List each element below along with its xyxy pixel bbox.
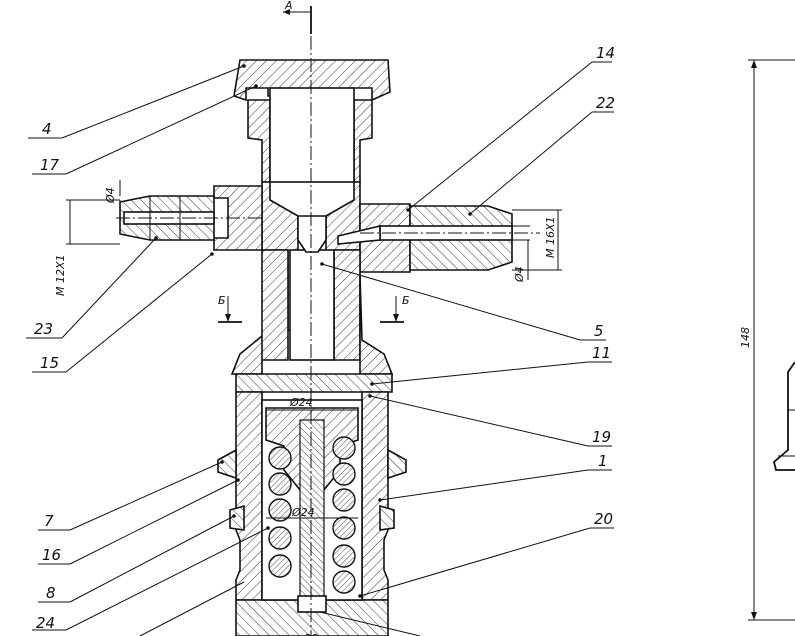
svg-text:Ø4: Ø4: [513, 266, 526, 283]
svg-text:M 12X1: M 12X1: [54, 254, 67, 296]
callout-15: 15: [40, 354, 59, 372]
callout-19: 19: [592, 428, 611, 446]
callout-16: 16: [42, 546, 61, 564]
svg-text:Ø24: Ø24: [291, 506, 315, 519]
housing-right: [361, 391, 389, 601]
lower-body-left: [230, 249, 289, 375]
dimension-d24-top: Ø24: [266, 396, 358, 411]
callout-14: 14: [596, 44, 615, 62]
svg-text:Ø4: Ø4: [104, 187, 117, 204]
spring-coils: [268, 436, 356, 594]
svg-text:M 16X1: M 16X1: [544, 216, 557, 258]
callout-17: 17: [40, 156, 60, 174]
upper-neck-left: [247, 99, 271, 183]
inner-passages: [269, 87, 355, 361]
svg-text:Б: Б: [402, 294, 410, 307]
dimension-m16: M 16X1: [512, 209, 562, 271]
svg-text:Б: Б: [218, 294, 226, 307]
upper-neck-right: [353, 99, 373, 183]
housing-left: [235, 391, 263, 601]
dimension-d4-left: Ø4: [104, 180, 121, 212]
dimension-d4-right: Ø4: [512, 225, 530, 283]
cut-mark-right: Б: [380, 294, 410, 323]
callout-20: 20: [594, 510, 613, 528]
section-mark-label: А: [284, 0, 293, 12]
cut-mark-left: Б: [218, 294, 242, 323]
callout-1: 1: [598, 452, 608, 470]
side-nuts: [217, 448, 407, 531]
callout-5: 5: [594, 322, 604, 340]
stem: [299, 419, 325, 611]
dimension-d24-mid: Ø24: [266, 506, 358, 519]
dimension-m12: M 12X1: [54, 199, 120, 296]
lower-body-right: [333, 249, 361, 361]
right-fitting: [337, 205, 513, 271]
callout-23: 23: [34, 320, 53, 338]
callout-22: 22: [596, 94, 615, 112]
side-view: 148: [739, 59, 795, 621]
callout-11: 11: [592, 344, 611, 362]
section-mark-a: А: [283, 0, 312, 34]
diaphragm: [235, 373, 393, 393]
lower-body-right-flare: [359, 275, 394, 375]
svg-text:Ø24: Ø24: [289, 396, 313, 409]
callout-7: 7: [44, 512, 54, 530]
callout-8: 8: [46, 584, 56, 602]
callout-4: 4: [42, 120, 52, 138]
dimension-30: 30: [304, 632, 318, 636]
dimension-148: 148: [739, 327, 752, 348]
callout-24: 24: [36, 614, 55, 632]
callouts: 4 17 23 15 7 16 8 24: [26, 44, 615, 636]
